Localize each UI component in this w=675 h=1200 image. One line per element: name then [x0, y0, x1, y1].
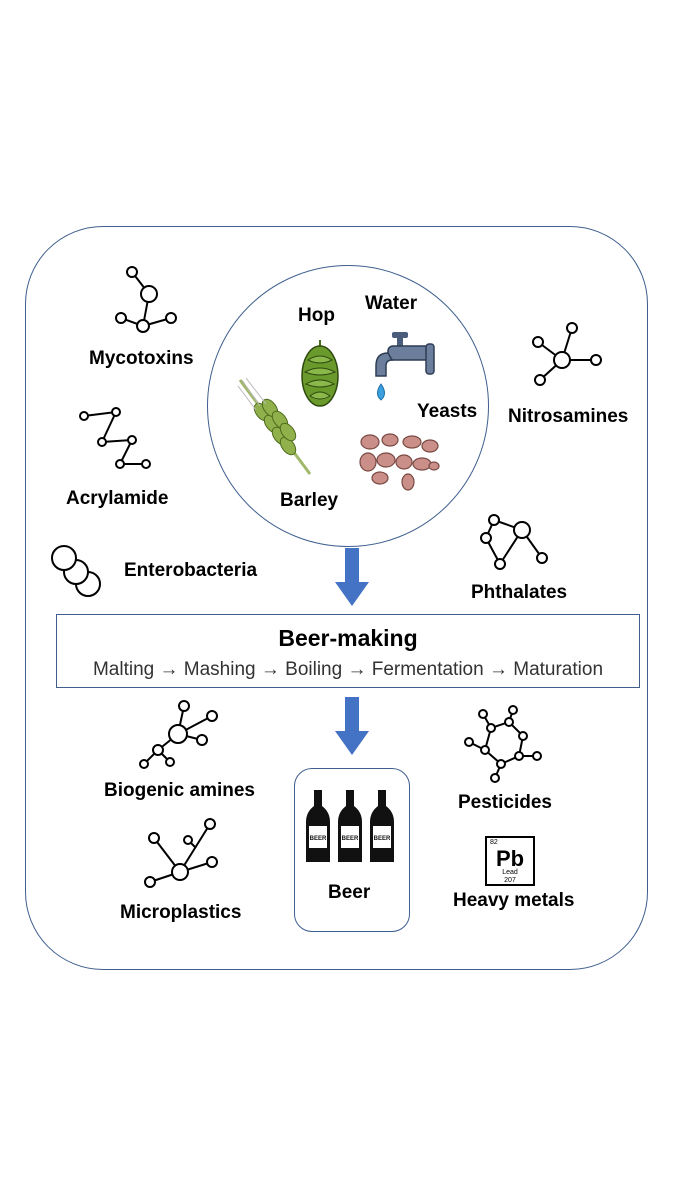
label-hop: Hop: [298, 305, 335, 326]
process-title: Beer-making: [278, 625, 418, 651]
label-nitrosamines: Nitrosamines: [508, 406, 629, 427]
molecule-icon-biogenic-amines: [139, 700, 218, 769]
label-mycotoxins: Mycotoxins: [89, 348, 194, 369]
bottle-label-1: BEER: [310, 836, 327, 842]
molecule-icon-microplastics: [144, 818, 218, 888]
process-steps: Malting → Mashing → Boiling → Fermentati…: [92, 659, 604, 680]
label-microplastics: Microplastics: [120, 902, 242, 923]
molecule-icon-nitrosamines: [532, 322, 602, 386]
element-number: 82: [490, 839, 498, 846]
label-acrylamide: Acrylamide: [66, 488, 169, 509]
label-heavy-metals: Heavy metals: [453, 890, 575, 911]
beer-bottle-icon: BEER BEER BEER: [306, 790, 394, 862]
tap-icon: [375, 332, 435, 401]
element-mass: 207: [504, 877, 516, 884]
beer-making-process: Beer-making Malting → Mashing → Boiling …: [56, 614, 640, 688]
label-water: Water: [365, 293, 418, 314]
hop-icon: [301, 340, 339, 407]
label-pesticides: Pesticides: [458, 792, 552, 813]
arrow-down-icon: [335, 548, 369, 606]
bottle-label-2: BEER: [342, 836, 359, 842]
bottle-label-3: BEER: [374, 836, 391, 842]
label-phthalates: Phthalates: [471, 582, 568, 603]
label-biogenic-amines: Biogenic amines: [104, 780, 255, 801]
molecule-icon-pesticides: [464, 705, 542, 783]
outer-frame: [25, 226, 648, 970]
bacteria-icon: [51, 545, 101, 597]
lead-element-icon: 82 Pb Lead 207: [485, 836, 535, 886]
ingredients-circle: [207, 265, 489, 547]
label-beer: Beer: [328, 882, 371, 903]
label-yeasts: Yeasts: [417, 401, 478, 422]
molecule-icon-acrylamide: [79, 407, 151, 469]
label-enterobacteria: Enterobacteria: [124, 560, 258, 581]
beer-product-box: [294, 768, 410, 932]
element-name: Lead: [502, 869, 518, 876]
molecule-icon-mycotoxins: [115, 266, 177, 333]
yeast-icon: [359, 433, 440, 491]
molecule-icon-phthalates: [480, 514, 548, 570]
element-symbol: Pb: [495, 846, 525, 871]
label-barley: Barley: [280, 490, 339, 511]
barley-icon: [237, 377, 312, 475]
arrow-down-icon: [335, 697, 369, 755]
